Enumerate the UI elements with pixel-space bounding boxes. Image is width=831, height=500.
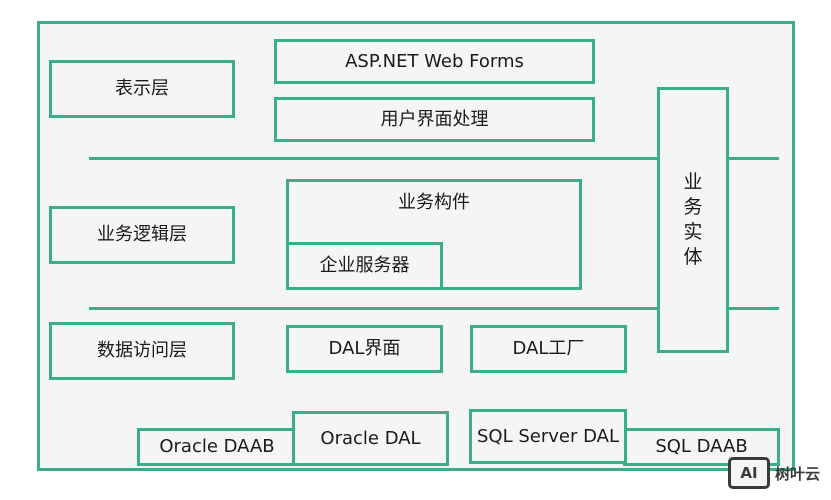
- oracle-daab-label: Oracle DAAB: [159, 436, 275, 457]
- business-components-label: 业务构件: [398, 192, 470, 213]
- watermark-logo-text: AI: [740, 464, 758, 482]
- business-entity-char: 务: [683, 196, 703, 218]
- oracle-dal-box: Oracle DAL: [292, 411, 449, 466]
- business-entity-box: 业 务 实 体: [657, 87, 729, 353]
- layer-business-label: 业务逻辑层: [97, 224, 187, 245]
- sql-server-dal-box: SQL Server DAL: [469, 409, 627, 464]
- business-entity-char: 业: [683, 171, 703, 193]
- dal-interface-label: DAL界面: [328, 338, 401, 359]
- dal-factory-label: DAL工厂: [512, 338, 585, 359]
- enterprise-services-box: 企业服务器: [286, 242, 443, 290]
- layer-presentation-label: 表示层: [115, 78, 169, 99]
- enterprise-services-label: 企业服务器: [319, 255, 410, 276]
- layer-data-access-label: 数据访问层: [97, 340, 187, 361]
- business-entity-char: 体: [683, 246, 703, 268]
- sql-server-dal-label: SQL Server DAL: [477, 425, 619, 447]
- sql-daab-label: SQL DAAB: [655, 436, 748, 457]
- watermark-logo-icon: AI: [728, 457, 770, 489]
- business-entity-char: 实: [683, 221, 703, 243]
- ui-processing-box: 用户界面处理: [274, 97, 595, 142]
- web-forms-label: ASP.NET Web Forms: [345, 50, 524, 72]
- separator-line-top: [89, 157, 779, 160]
- ui-processing-label: 用户界面处理: [380, 108, 489, 130]
- web-forms-box: ASP.NET Web Forms: [274, 39, 595, 84]
- watermark: AI 树叶云: [728, 454, 826, 492]
- layer-data-access: 数据访问层: [49, 322, 235, 380]
- oracle-dal-label: Oracle DAL: [320, 427, 421, 449]
- dal-factory-box: DAL工厂: [470, 325, 627, 373]
- watermark-text: 树叶云: [775, 464, 821, 483]
- layer-presentation: 表示层: [49, 60, 235, 118]
- dal-interface-box: DAL界面: [286, 325, 443, 373]
- layer-business: 业务逻辑层: [49, 206, 235, 264]
- oracle-daab-box: Oracle DAAB: [137, 428, 297, 466]
- separator-line-bottom: [89, 307, 779, 310]
